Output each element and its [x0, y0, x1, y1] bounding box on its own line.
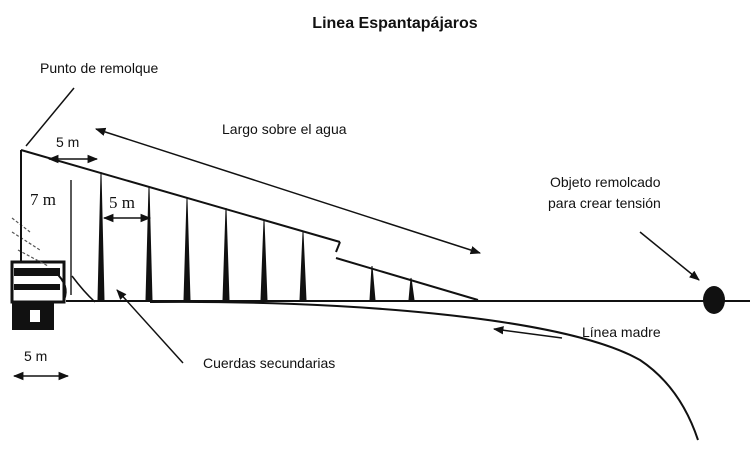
bird-line-over-water [20, 149, 341, 243]
main-line-arrow [492, 326, 563, 339]
secondary-lines-arrow [116, 289, 184, 364]
vessel-icon [10, 217, 67, 330]
main-line-label: Línea madre [582, 324, 661, 340]
main-line-curve [149, 300, 699, 441]
towed-object-arrow [639, 231, 700, 281]
towed-object-label-2: para crear tensión [548, 195, 661, 211]
towed-object-label-1: Objeto remolcado [550, 174, 661, 190]
length-arrow [95, 127, 481, 255]
tow-point-label: Punto de remolque [40, 60, 159, 76]
bottom-spacing-label: 5 m [24, 348, 47, 364]
tow-point-pointer [25, 87, 75, 147]
diagram-title: Linea Espantapájaros [312, 15, 477, 32]
mast-height-label: 7 m [30, 190, 56, 209]
secondary-lines-label: Cuerdas secundarias [203, 355, 335, 371]
streamer-spacing-label: 5 m [109, 193, 135, 212]
top-spacing-label: 5 m [56, 134, 79, 150]
towed-object [703, 286, 725, 314]
length-over-water-label: Largo sobre el agua [222, 121, 347, 137]
streamers [71, 171, 415, 303]
